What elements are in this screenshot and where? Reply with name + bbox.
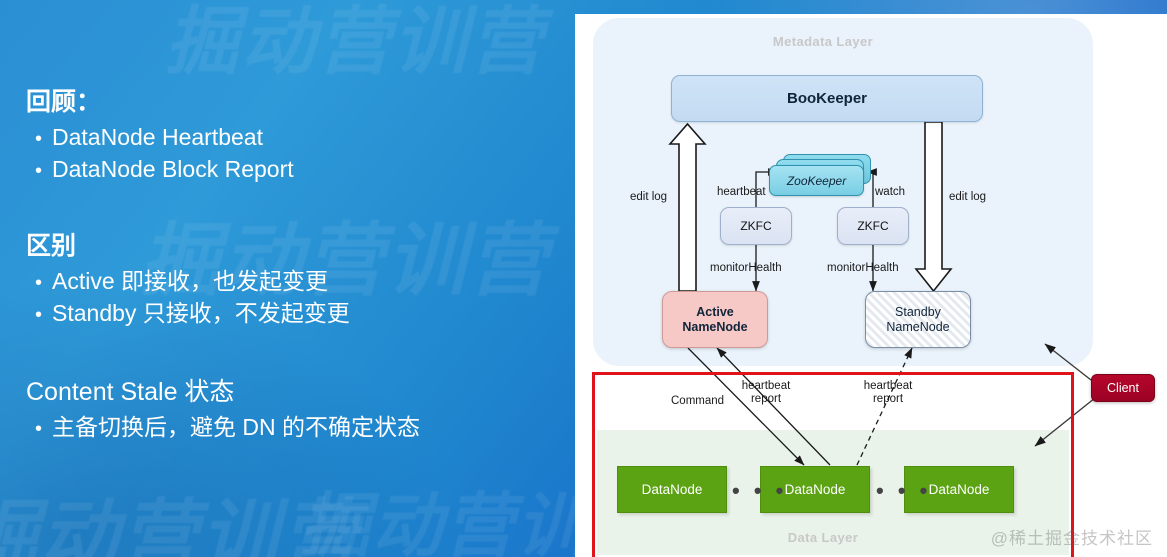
bookeeper-label: BooKeeper bbox=[786, 90, 868, 107]
datanode-node[interactable]: DataNode bbox=[617, 466, 727, 513]
datanode-label: DataNode bbox=[784, 482, 846, 497]
heartbeat-report-left-line2: report bbox=[750, 393, 782, 405]
active-namenode-line2: NameNode bbox=[682, 319, 748, 334]
bullet-icon: • bbox=[35, 418, 43, 440]
heartbeat-report-edge-left bbox=[716, 347, 831, 466]
bullet-icon: • bbox=[35, 304, 43, 326]
bullet-icon: • bbox=[35, 272, 43, 294]
bullet-icon: • bbox=[35, 160, 43, 182]
edit-log-arrow-right bbox=[914, 121, 953, 293]
edit-log-label-right: edit log bbox=[949, 191, 987, 203]
datanode-label: DataNode bbox=[641, 482, 703, 497]
heartbeat-report-edge-right bbox=[856, 347, 913, 466]
background-watermark: 掘动营训营 bbox=[0, 492, 361, 557]
text-block-review: 回顾： • DataNode Heartbeat • DataNode Bloc… bbox=[26, 86, 546, 186]
datanode-label: DataNode bbox=[928, 482, 990, 497]
datanode-node[interactable]: DataNode bbox=[760, 466, 870, 513]
datanode-ellipsis: • • • bbox=[876, 478, 932, 503]
active-namenode-label: Active NameNode bbox=[682, 305, 747, 335]
bookeeper-node[interactable]: BooKeeper bbox=[671, 75, 983, 122]
list-item: • Standby 只接收，不发起变更 bbox=[26, 298, 546, 330]
monitor-health-label-right: monitorHealth bbox=[827, 262, 899, 274]
list-item-label: DataNode Heartbeat bbox=[52, 124, 263, 150]
slide-text-column: 回顾： • DataNode Heartbeat • DataNode Bloc… bbox=[26, 86, 546, 444]
watch-label: watch bbox=[875, 186, 906, 198]
list-item-label: DataNode Block Report bbox=[52, 156, 294, 182]
data-layer-title: Data Layer bbox=[787, 530, 859, 545]
list-item: • 主备切换后，避免 DN 的不确定状态 bbox=[26, 412, 546, 444]
text-block-difference: 区别 • Active 即接收，也发起变更 • Standby 只接收，不发起变… bbox=[26, 230, 546, 330]
standby-namenode-line2: NameNode bbox=[886, 319, 950, 334]
active-namenode-node[interactable]: Active NameNode bbox=[662, 291, 768, 348]
heartbeat-report-right-line1: heartbeat bbox=[863, 380, 913, 392]
zkfc-label: ZKFC bbox=[857, 219, 889, 233]
background-watermark: 掘动营训营 bbox=[165, 0, 545, 83]
list-item: • DataNode Block Report bbox=[26, 154, 546, 186]
list-item: • DataNode Heartbeat bbox=[26, 122, 546, 154]
edit-log-label-left: edit log bbox=[630, 191, 668, 203]
active-namenode-line1: Active bbox=[696, 304, 734, 319]
list-item: • Active 即接收，也发起变更 bbox=[26, 266, 546, 298]
diagram-watermark: @稀土掘金技术社区 bbox=[990, 529, 1153, 548]
architecture-diagram-panel: Metadata Layer Data Layer bbox=[575, 14, 1167, 557]
heading-content-stale: Content Stale 状态 bbox=[26, 378, 235, 406]
standby-namenode-line1: Standby bbox=[895, 304, 941, 319]
diagram-edges bbox=[668, 121, 1096, 466]
heartbeat-report-label-left: heartbeat report bbox=[735, 380, 797, 406]
heading-review: 回顾： bbox=[26, 88, 102, 116]
standby-namenode-label: Standby NameNode bbox=[886, 305, 949, 335]
heartbeat-report-left-line1: heartbeat bbox=[741, 380, 791, 392]
zkfc-node-right[interactable]: ZKFC bbox=[837, 207, 909, 245]
heartbeat-label: heartbeat bbox=[717, 186, 766, 198]
command-edge bbox=[687, 347, 805, 466]
client-node[interactable]: Client bbox=[1091, 374, 1155, 402]
metadata-layer-title: Metadata Layer bbox=[772, 34, 874, 49]
heartbeat-report-label-right: heartbeat report bbox=[857, 380, 919, 406]
list-item-label: Standby 只接收，不发起变更 bbox=[52, 300, 350, 326]
list-item-label: 主备切换后，避免 DN 的不确定状态 bbox=[52, 414, 420, 440]
text-block-content-stale: Content Stale 状态 • 主备切换后，避免 DN 的不确定状态 bbox=[26, 376, 546, 444]
client-label: Client bbox=[1107, 381, 1139, 395]
zkfc-label: ZKFC bbox=[740, 219, 772, 233]
list-item-label: Active 即接收，也发起变更 bbox=[52, 268, 329, 294]
edit-log-arrow-left bbox=[668, 122, 707, 292]
standby-namenode-node[interactable]: Standby NameNode bbox=[865, 291, 971, 348]
client-to-data-edge bbox=[1034, 397, 1096, 447]
bullet-icon: • bbox=[35, 128, 43, 150]
zkfc-node-left[interactable]: ZKFC bbox=[720, 207, 792, 245]
zookeeper-stack-front: ZooKeeper bbox=[769, 165, 864, 196]
heading-difference: 区别 bbox=[26, 232, 77, 260]
command-label: Command bbox=[671, 395, 725, 407]
zookeeper-node[interactable]: ZooKeeper bbox=[769, 154, 873, 196]
heartbeat-report-right-line2: report bbox=[872, 393, 904, 405]
datanode-ellipsis: • • • bbox=[732, 478, 788, 503]
monitor-health-label-left: monitorHealth bbox=[710, 262, 782, 274]
datanode-node[interactable]: DataNode bbox=[904, 466, 1014, 513]
data-layer-highlight-box bbox=[592, 372, 1074, 557]
zookeeper-label: ZooKeeper bbox=[786, 173, 847, 188]
client-to-metadata-edge bbox=[1044, 343, 1092, 381]
